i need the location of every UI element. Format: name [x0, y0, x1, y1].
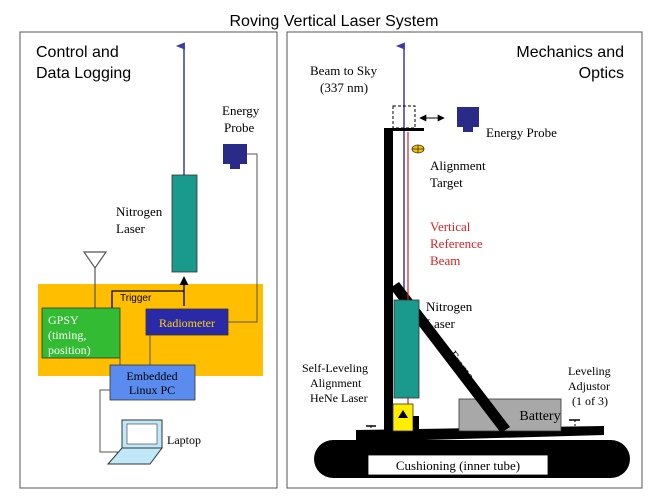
gpsy-box — [41, 307, 121, 359]
leveling-line3: (1 of 3) — [572, 394, 608, 408]
probe-cable — [228, 153, 258, 323]
diagram-title: Roving Vertical Laser System — [230, 13, 439, 30]
alignment-line2: Target — [430, 175, 463, 190]
gpsy-line2: (timing, — [48, 328, 86, 342]
trigger-label: Trigger — [120, 293, 152, 304]
left-energy-probe-line2: Probe — [224, 120, 255, 135]
pc-line1: Embedded — [126, 369, 177, 383]
gpsy-line3: position) — [48, 343, 91, 357]
pc-line2: Linux PC — [129, 383, 175, 397]
right-nitrogen-laser-line1: Nitrogen — [426, 299, 473, 314]
left-nitrogen-laser — [171, 174, 198, 273]
right-nitrogen-laser — [393, 299, 420, 399]
radiometer-box — [145, 308, 229, 336]
right-heading-line2: Optics — [579, 65, 624, 82]
right-energy-probe-label: Energy Probe — [486, 125, 557, 140]
beam-to-sky-line2: (337 nm) — [320, 80, 368, 95]
hene-line2: Alignment — [310, 376, 362, 390]
right-heading-line1: Mechanics and — [516, 44, 624, 61]
leveling-line2: Adjustor — [568, 379, 610, 393]
vref-line2: Reference — [430, 236, 483, 251]
hene-line1: Self-Leveling — [302, 361, 368, 375]
battery-box — [458, 398, 562, 432]
right-panel: Mechanics and Optics Beam to Sky (337 nm… — [286, 31, 643, 489]
leveling-line1: Leveling — [568, 364, 611, 378]
gpsy-line1: GPSY — [48, 313, 79, 327]
left-panel-frame — [19, 31, 278, 489]
leveling-adjustor-left — [366, 425, 376, 440]
left-panel: Control and Data Logging Energy Probe Ni… — [19, 31, 278, 489]
laptop-cable — [99, 389, 118, 453]
battery-label: Battery — [519, 409, 560, 424]
probe-position-box — [392, 105, 416, 129]
left-heading-line1: Control and — [36, 44, 119, 61]
beam-to-sky-line1: Beam to Sky — [310, 63, 378, 78]
top-crossbar — [384, 128, 424, 131]
laptop-label: Laptop — [167, 433, 201, 447]
vref-line1: Vertical — [430, 219, 471, 234]
left-heading-line2: Data Logging — [36, 65, 131, 82]
alignment-line1: Alignment — [430, 158, 486, 173]
diagonal-frame — [390, 282, 510, 433]
vref-line3: Beam — [430, 253, 460, 268]
laptop-icon — [106, 419, 163, 465]
right-energy-probe-icon — [457, 107, 479, 132]
vertical-mast — [384, 128, 393, 430]
cushioning-label-box — [367, 454, 549, 476]
embedded-pc-box — [109, 364, 196, 401]
hene-line3: HeNe Laser — [310, 391, 368, 405]
left-nitrogen-laser-line1: Nitrogen — [116, 204, 163, 219]
cushioning-label: Cushioning (inner tube) — [396, 458, 520, 473]
energy-probe-icon — [223, 144, 247, 169]
antenna-icon — [82, 251, 108, 310]
left-nitrogen-laser-line2: Laser — [116, 221, 146, 236]
radiometer-label: Radiometer — [159, 316, 215, 330]
trigger-line — [111, 290, 184, 310]
hene-laser-icon — [392, 403, 419, 432]
leveling-adjustor-right — [569, 419, 580, 434]
right-nitrogen-laser-line2: Laser — [426, 316, 456, 331]
alignment-target-icon — [411, 144, 425, 154]
left-energy-probe-line1: Energy — [222, 103, 260, 118]
